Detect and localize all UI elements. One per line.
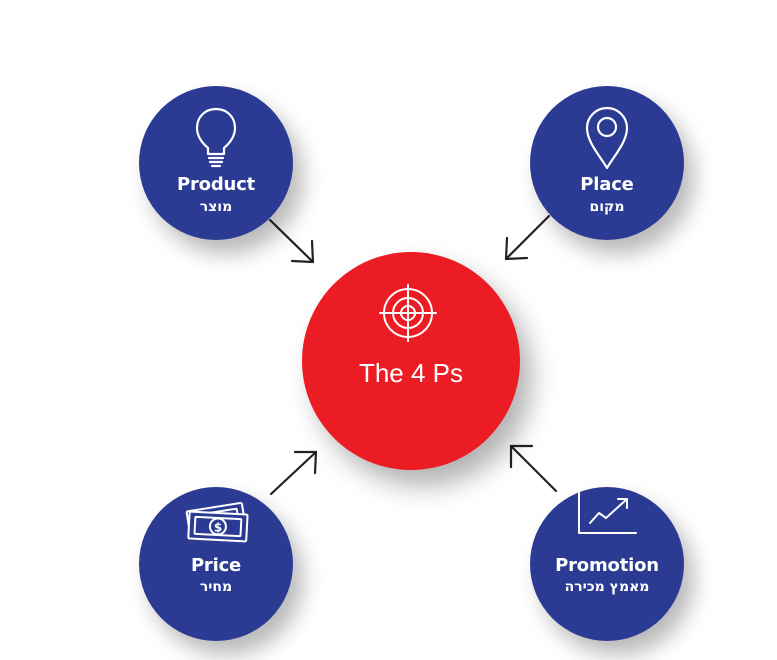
svg-text:$: $ [214, 521, 222, 535]
node-product: Product מוצר [139, 86, 293, 240]
arrow-place-to-center [504, 214, 551, 261]
center-title: The 4 Ps [358, 358, 464, 388]
node-price-hebrew: מחיר [199, 579, 233, 595]
target-icon [379, 284, 437, 342]
arrow-price-to-center [269, 450, 318, 496]
node-promotion-hebrew: מאמץ מכירה [564, 579, 650, 595]
map-pin-icon [585, 106, 629, 170]
node-promotion: Promotion מאמץ מכירה [530, 484, 684, 641]
node-place-title: Place [580, 174, 634, 195]
node-product-hebrew: מוצר [199, 199, 233, 215]
node-product-title: Product [176, 174, 255, 195]
money-icon: $ [185, 501, 249, 543]
lightbulb-icon [195, 107, 237, 168]
growth-chart-icon [578, 484, 637, 534]
node-price-title: Price [190, 555, 242, 576]
node-place-hebrew: מקום [589, 199, 625, 215]
node-promotion-title: Promotion [555, 555, 659, 576]
node-center-four-ps: The 4 Ps [302, 252, 520, 470]
arrow-promotion-to-center [509, 444, 558, 493]
arrow-product-to-center [268, 218, 315, 264]
node-price: $ Price מחיר [139, 487, 293, 641]
node-place: Place מקום [530, 86, 684, 240]
